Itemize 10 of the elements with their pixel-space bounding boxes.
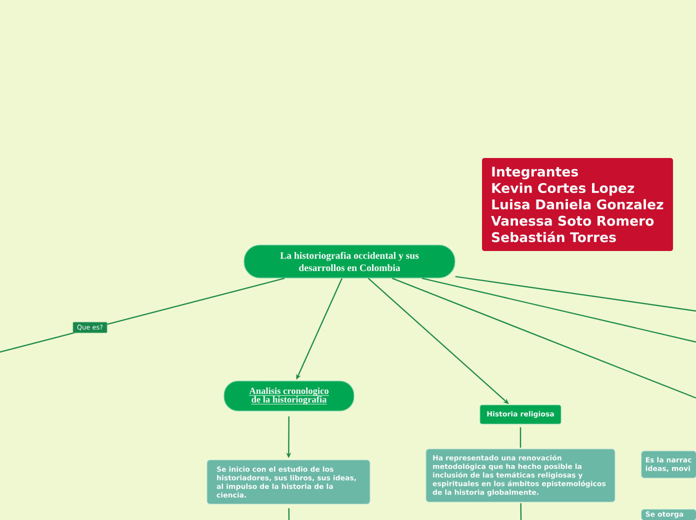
connector-line	[422, 278, 696, 343]
connector-line	[392, 278, 696, 399]
note-box: Integrantes Kevin Cortes Lopez Luisa Daniela Gonzalez Vanessa Soto Romero Sebastián Torres	[482, 158, 673, 251]
connector-line	[520, 427, 522, 448]
connector-line	[288, 508, 290, 520]
connector-line	[0, 278, 285, 353]
subtopic-box: Analisis cronologico de la historiografia	[224, 380, 354, 412]
topic-box: La historiografia occidental y sus desarrollos en Colombia	[244, 244, 456, 278]
connector-line	[455, 276, 696, 312]
connector-line	[520, 503, 522, 520]
